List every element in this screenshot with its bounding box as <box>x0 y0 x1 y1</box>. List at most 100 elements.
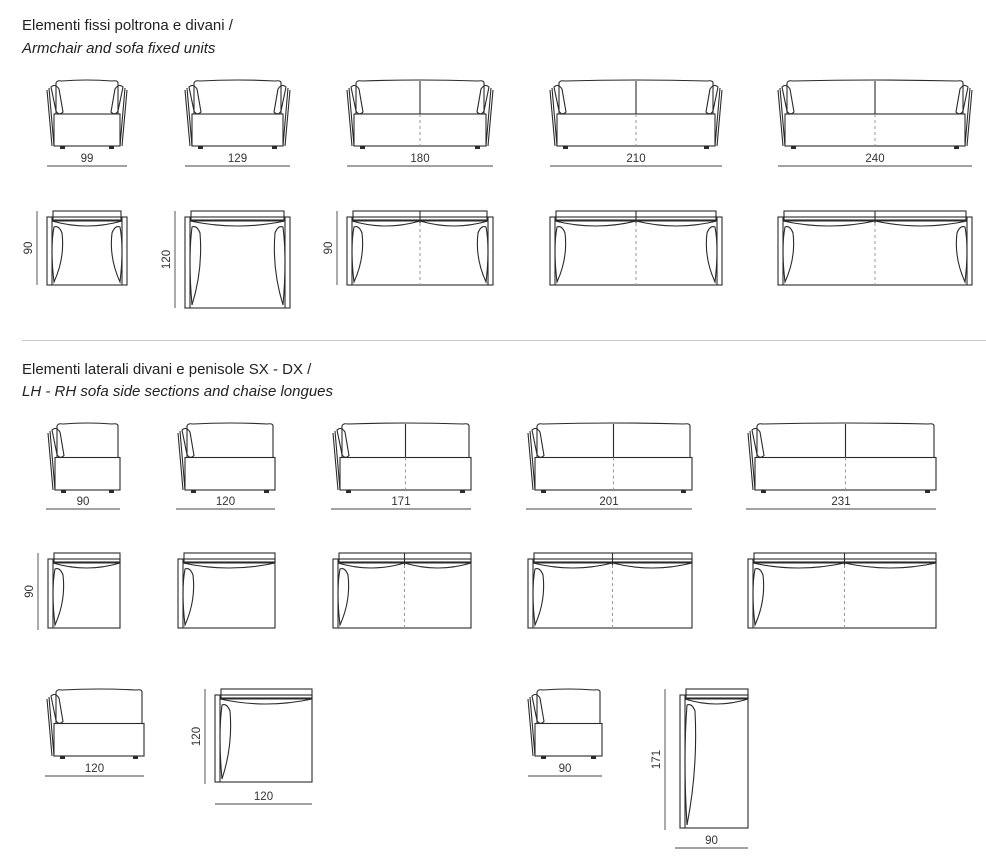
back-cushion-top <box>419 220 489 227</box>
outline <box>332 558 472 629</box>
front-view-fixed-unit: 210 <box>549 79 723 167</box>
arm-pillow <box>273 84 291 147</box>
arm-pillow <box>273 226 286 306</box>
foot <box>704 146 709 149</box>
back-cushion-top <box>612 562 693 569</box>
back-cushion-top <box>51 220 123 227</box>
seat-base <box>54 456 121 491</box>
dimension-label: 90 <box>77 496 90 508</box>
arm-pillow <box>532 568 545 628</box>
outline <box>346 216 494 286</box>
arm-pillow <box>219 704 232 780</box>
foot <box>60 146 65 149</box>
arm-pillow <box>189 226 202 306</box>
foot <box>133 756 138 759</box>
arm-pillow <box>955 84 973 147</box>
section-divider <box>22 340 986 341</box>
back-band <box>52 210 122 221</box>
top-view-side-section <box>527 552 693 629</box>
front-view-side-section: 120 <box>176 422 276 510</box>
dimension-label: 99 <box>81 153 94 165</box>
arm-pillow <box>684 704 697 826</box>
dimension-label: 120 <box>216 496 235 508</box>
foot <box>264 490 269 493</box>
arm-pillow <box>955 226 968 285</box>
arm-pillow <box>52 568 65 628</box>
back-cushion <box>558 79 714 114</box>
arm-pillow <box>332 427 350 491</box>
arm-pillow <box>527 693 545 757</box>
back-cushion-top <box>351 220 421 227</box>
seat-base <box>556 113 716 147</box>
arm-pillow <box>110 226 123 285</box>
top-view-fixed-unit: 120 <box>161 210 291 309</box>
dimension-label: 231 <box>831 496 850 508</box>
dimension-label: 90 <box>559 763 572 775</box>
seat-base <box>53 113 121 147</box>
back-cushion-top <box>52 562 121 569</box>
back-cushion-top <box>189 220 286 227</box>
back-cushion <box>56 422 119 458</box>
arm-pillow <box>782 226 795 285</box>
outline <box>184 216 291 309</box>
top-view-side-section <box>332 552 472 629</box>
arm-pillow <box>705 226 718 285</box>
back-band <box>53 552 121 563</box>
section1-title: Elementi fissi poltrona e divani / <box>22 17 233 34</box>
dimension-label: 90 <box>24 585 36 598</box>
arm-pillow <box>46 693 64 757</box>
seat-base <box>339 456 472 491</box>
top-view-side-section <box>177 552 276 629</box>
back-cushion-top <box>752 562 845 569</box>
dimension-label: 120 <box>254 791 273 803</box>
arm-pillow <box>184 84 202 147</box>
foot <box>460 490 465 493</box>
dimension-label: 129 <box>228 153 247 165</box>
back-cushion-top <box>219 698 313 705</box>
front-view-side-section: 231 <box>746 422 937 510</box>
top-view-side-section: 90 <box>24 552 121 630</box>
front-view-fixed-unit: 180 <box>346 79 494 167</box>
arm-pillow <box>177 427 195 491</box>
back-cushion-top <box>182 562 276 569</box>
back-cushion-top <box>635 220 718 227</box>
front-view-corner: 120 <box>45 688 145 777</box>
foot <box>360 146 365 149</box>
arm-pillow <box>549 84 567 147</box>
front-view-fixed-unit: 240 <box>777 79 973 167</box>
foot <box>198 146 203 149</box>
arm-pillow <box>554 226 567 285</box>
outline <box>679 694 749 829</box>
foot <box>925 490 930 493</box>
foot <box>954 146 959 149</box>
top-view-fixed-unit <box>777 210 973 286</box>
back-cushion-top <box>684 698 749 705</box>
section2-subtitle: LH - RH sofa side sections and chaise lo… <box>22 383 334 400</box>
back-band <box>183 552 276 563</box>
seat-base <box>784 113 966 147</box>
outline <box>177 558 276 629</box>
foot <box>791 146 796 149</box>
outline <box>214 694 313 783</box>
arm-pillow <box>110 84 128 147</box>
dimension-label: 180 <box>410 153 429 165</box>
back-cushion <box>186 422 274 458</box>
dimension-label: 171 <box>651 750 663 769</box>
front-view-chaise: 90 <box>527 688 603 777</box>
front-view-side-section: 201 <box>526 422 693 510</box>
seat-base <box>534 722 603 757</box>
arm-pillow <box>527 427 545 491</box>
top-view-fixed-unit: 90 <box>323 210 494 286</box>
outline <box>46 216 128 286</box>
foot <box>346 490 351 493</box>
back-cushion-top <box>782 220 876 227</box>
back-cushion <box>55 688 143 724</box>
seat-base <box>754 456 937 491</box>
back-cushion <box>193 79 282 114</box>
seat-base <box>184 456 276 491</box>
dimension-label: 171 <box>391 496 410 508</box>
arm-pillow <box>752 568 765 628</box>
arm-pillow <box>777 84 795 147</box>
back-band <box>190 210 285 221</box>
